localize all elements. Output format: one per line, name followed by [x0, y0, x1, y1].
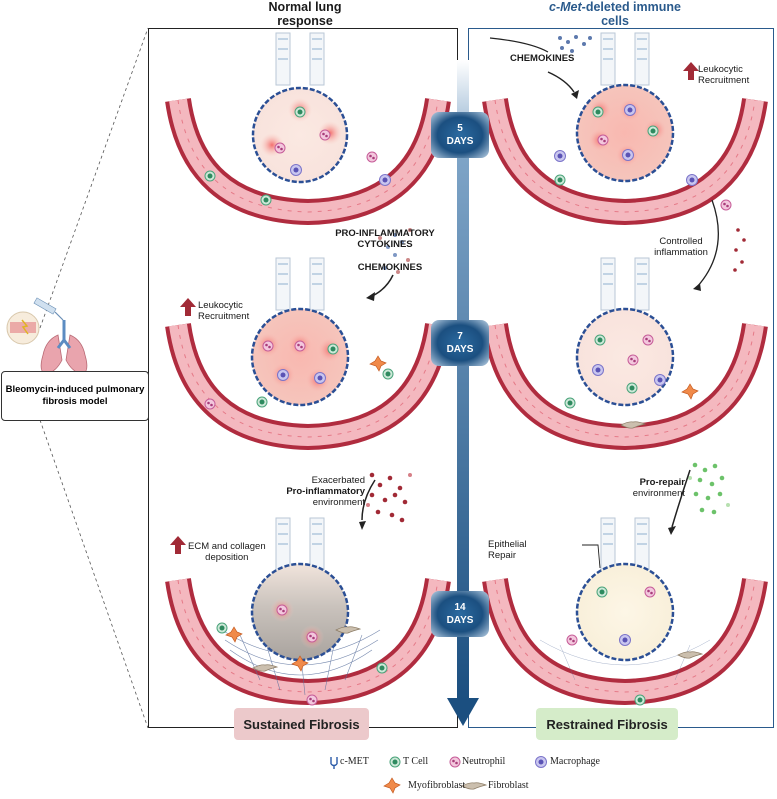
left-cytokines-line-1: PRO-INFLAMMATORY: [335, 228, 435, 239]
left-leuko-line-1: Leukocytic: [198, 300, 243, 311]
legend-myofibroblast: Myofibroblast: [408, 780, 465, 791]
left-chemokines-label: CHEMOKINES: [340, 262, 440, 273]
day-7-number: 7: [457, 331, 463, 342]
legend-fibroblast-text: Fibroblast: [488, 780, 529, 791]
left-ecm-label: ECM and collagen deposition: [188, 541, 266, 563]
legend-tcell-text: T Cell: [403, 756, 429, 767]
left-row-1: [178, 32, 438, 212]
right-leukocytic-label: Leukocytic Recruitment: [698, 64, 749, 86]
right-chemokine-dots: [558, 35, 592, 53]
left-proinflam-dots: [366, 472, 412, 523]
right-controlled-dots: [733, 228, 746, 272]
right-controlled-line-1: Controlled: [659, 236, 703, 247]
restrained-fibrosis-box: Restrained Fibrosis: [536, 708, 678, 740]
sustained-fibrosis-box: Sustained Fibrosis: [234, 708, 369, 740]
sustained-fibrosis-label: Sustained Fibrosis: [243, 716, 360, 732]
right-row-2: [495, 257, 755, 437]
day-14-badge: 14 DAYS: [431, 591, 489, 637]
right-header: c-Met-deleted immune cells: [540, 0, 690, 28]
left-row-2: [178, 257, 438, 437]
right-prorepair-dots: [688, 462, 730, 515]
left-exacerbated-label: Exacerbated Pro-inflammatory environment: [265, 475, 365, 508]
right-row-1: [495, 32, 755, 212]
day-5-unit: DAYS: [446, 136, 474, 147]
left-leukocytic-label: Leukocytic Recruitment: [198, 300, 249, 322]
right-row-3: [495, 517, 755, 706]
timeline-arrow: [447, 60, 479, 726]
up-arrow-left-2: [170, 536, 186, 554]
legend-cmet: c-MET: [340, 756, 369, 767]
fibroblast-legend-icon: [461, 782, 487, 790]
legend-neutrophil-text: Neutrophil: [462, 756, 506, 767]
tcell-legend-icon: [389, 756, 401, 768]
right-chemokines-text: CHEMOKINES: [510, 53, 575, 64]
left-exac-line-1: Exacerbated: [311, 475, 365, 486]
right-epi-line-2: Repair: [488, 550, 516, 561]
legend-fibroblast: Fibroblast: [488, 780, 529, 791]
day-5-badge: 5 DAYS: [431, 112, 489, 158]
left-cytokines-label: PRO-INFLAMMATORY CYTOKINES: [320, 228, 450, 250]
right-epi-line-1: Epithelial: [488, 539, 527, 550]
left-exac-line-2: Pro-inflammatory: [286, 486, 365, 497]
myofibroblast-legend-icon: [383, 777, 401, 794]
day-14-number: 14: [454, 602, 466, 613]
day-14-unit: DAYS: [446, 615, 474, 626]
left-chemokines-text: CHEMOKINES: [357, 262, 423, 273]
day-7-unit: DAYS: [446, 344, 474, 355]
legend-myofibroblast-text: Myofibroblast: [408, 780, 466, 791]
model-label-box: Bleomycin-induced pulmonary fibrosis mod…: [1, 371, 149, 421]
left-header: Normal lung response: [255, 0, 355, 28]
left-chemokine-dots: [378, 228, 412, 274]
right-header-rest: -deleted immune cells: [581, 0, 681, 28]
day-7-badge: 7 DAYS: [431, 320, 489, 366]
right-chemokines-label: CHEMOKINES: [510, 53, 574, 64]
macrophage-legend-icon: [535, 756, 547, 768]
legend-cmet-text: c-MET: [340, 756, 369, 767]
lung-illustration: [6, 297, 88, 375]
legend-tcell: T Cell: [403, 756, 428, 767]
left-ecm-line-1: ECM and collagen: [188, 541, 266, 552]
up-arrow-right-1: [683, 62, 699, 80]
right-header-italic: c-Met: [549, 0, 582, 14]
up-arrow-left-1: [180, 298, 196, 316]
left-exac-line-3: environment: [312, 497, 365, 508]
left-cytokines-line-2: CYTOKINES: [357, 239, 413, 250]
right-epithelial-label: Epithelial Repair: [488, 539, 527, 561]
zoom-line-top: [39, 27, 149, 329]
right-controlled-line-2: inflammation: [654, 247, 708, 258]
cmet-icon: [330, 756, 338, 770]
right-leuko-line-1: Leukocytic: [698, 64, 743, 75]
left-ecm-line-2: deposition: [205, 552, 249, 563]
right-prorepair-line-1: Pro-repair: [639, 477, 685, 488]
right-prorepair-line-2: environment: [632, 488, 685, 499]
zoom-line-bottom: [39, 419, 149, 729]
left-row-3: [178, 517, 438, 706]
left-header-text: Normal lung response: [268, 0, 342, 28]
model-label: Bleomycin-induced pulmonary fibrosis mod…: [5, 384, 145, 407]
right-leuko-line-2: Recruitment: [698, 75, 750, 86]
left-leuko-line-2: Recruitment: [198, 311, 250, 322]
right-prorepair-label: Pro-repair environment: [615, 477, 685, 499]
legend-macrophage: Macrophage: [550, 756, 600, 767]
right-controlled-label: Controlled inflammation: [650, 236, 712, 258]
legend-macrophage-text: Macrophage: [550, 756, 600, 767]
neutrophil-legend-icon: [449, 756, 461, 768]
restrained-fibrosis-label: Restrained Fibrosis: [546, 716, 668, 732]
legend-neutrophil: Neutrophil: [462, 756, 505, 767]
day-5-number: 5: [457, 123, 463, 134]
